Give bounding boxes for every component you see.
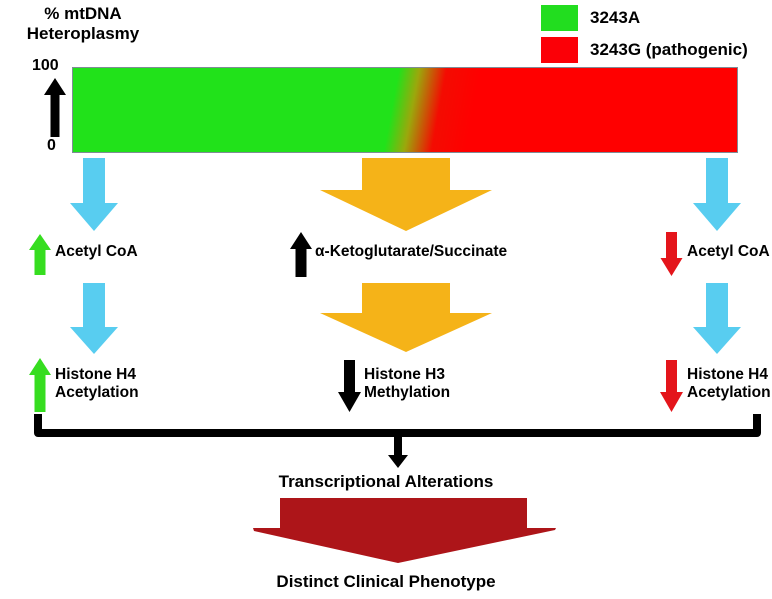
green-square-swatch (541, 5, 578, 31)
dark-red-down-arrow-phenotype (253, 498, 556, 563)
histone-label-right-line2: Acetylation (687, 384, 771, 402)
black-down-arrow-h3 (338, 360, 361, 412)
histone-label-middle-line1: Histone H3 (364, 366, 445, 383)
transcriptional-alterations-label: Transcriptional Alterations (278, 472, 494, 491)
histone-label-middle-line2: Methylation (364, 384, 451, 402)
axis-tick-bottom: 0 (47, 137, 56, 154)
axis-tick-top: 100 (32, 57, 59, 74)
legend-item-3243a: 3243A (541, 4, 748, 32)
histone-label-right: Histone H4 Acetylation (687, 366, 771, 403)
axis-up-arrow-icon (44, 78, 66, 137)
heteroplasmy-gradient-bar (72, 67, 738, 153)
bracket-stem-arrow (388, 433, 408, 468)
red-down-arrow-acetyl-right (660, 232, 683, 276)
orange-down-arrow-bottom (320, 283, 492, 352)
histone-label-right-line1: Histone H4 (687, 366, 768, 383)
histone-label-left-line2: Acetylation (55, 384, 139, 402)
cyan-down-arrow-right-top (693, 158, 741, 231)
metabolite-label-right: Acetyl CoA (687, 243, 770, 260)
orange-down-arrow-top (320, 158, 492, 231)
legend-label-3243a: 3243A (590, 8, 641, 27)
legend-item-3243g: 3243G (pathogenic) (541, 36, 748, 64)
green-up-arrow-acetyl-left (29, 234, 51, 275)
distinct-clinical-phenotype-label: Distinct Clinical Phenotype (276, 572, 496, 591)
histone-label-left-line1: Histone H4 (55, 366, 136, 383)
axis-title: % mtDNA Heteroplasmy (26, 4, 140, 44)
red-square-swatch (541, 37, 578, 63)
black-up-arrow-akg (290, 232, 312, 277)
histone-label-left: Histone H4 Acetylation (55, 366, 139, 403)
legend-label-3243g: 3243G (pathogenic) (590, 40, 748, 59)
histone-label-middle: Histone H3 Methylation (364, 366, 450, 403)
gradient-red-wedge (73, 68, 737, 152)
cyan-down-arrow-left-bottom (70, 283, 118, 354)
green-up-arrow-h4-left (29, 358, 51, 412)
legend: 3243A 3243G (pathogenic) (541, 4, 748, 68)
cyan-down-arrow-left-top (70, 158, 118, 231)
cyan-down-arrow-right-bottom (693, 283, 741, 354)
metabolite-label-middle: α-Ketoglutarate/Succinate (315, 243, 508, 260)
red-down-arrow-h4-right (660, 360, 683, 412)
merge-bracket (34, 414, 761, 437)
metabolite-label-left: Acetyl CoA (55, 243, 138, 260)
